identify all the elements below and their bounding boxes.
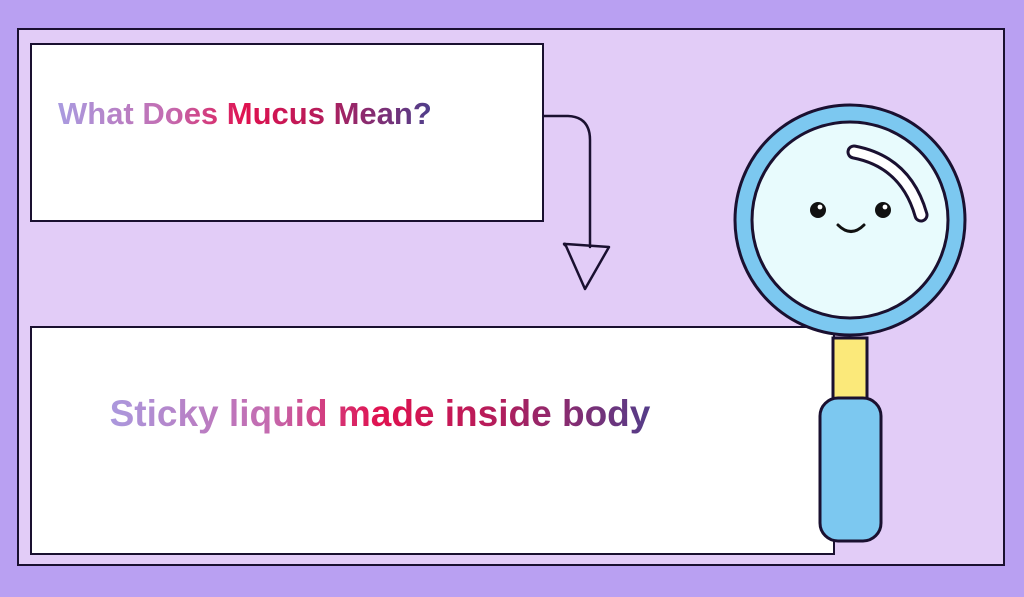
answer-box bbox=[30, 326, 835, 555]
curved-arrow-down-icon bbox=[542, 114, 611, 291]
answer-text: Sticky liquid made inside body bbox=[100, 390, 660, 438]
smiling-magnifying-glass-icon bbox=[733, 103, 967, 543]
question-box bbox=[30, 43, 544, 222]
question-text: What Does Mucus Mean? bbox=[58, 96, 432, 131]
